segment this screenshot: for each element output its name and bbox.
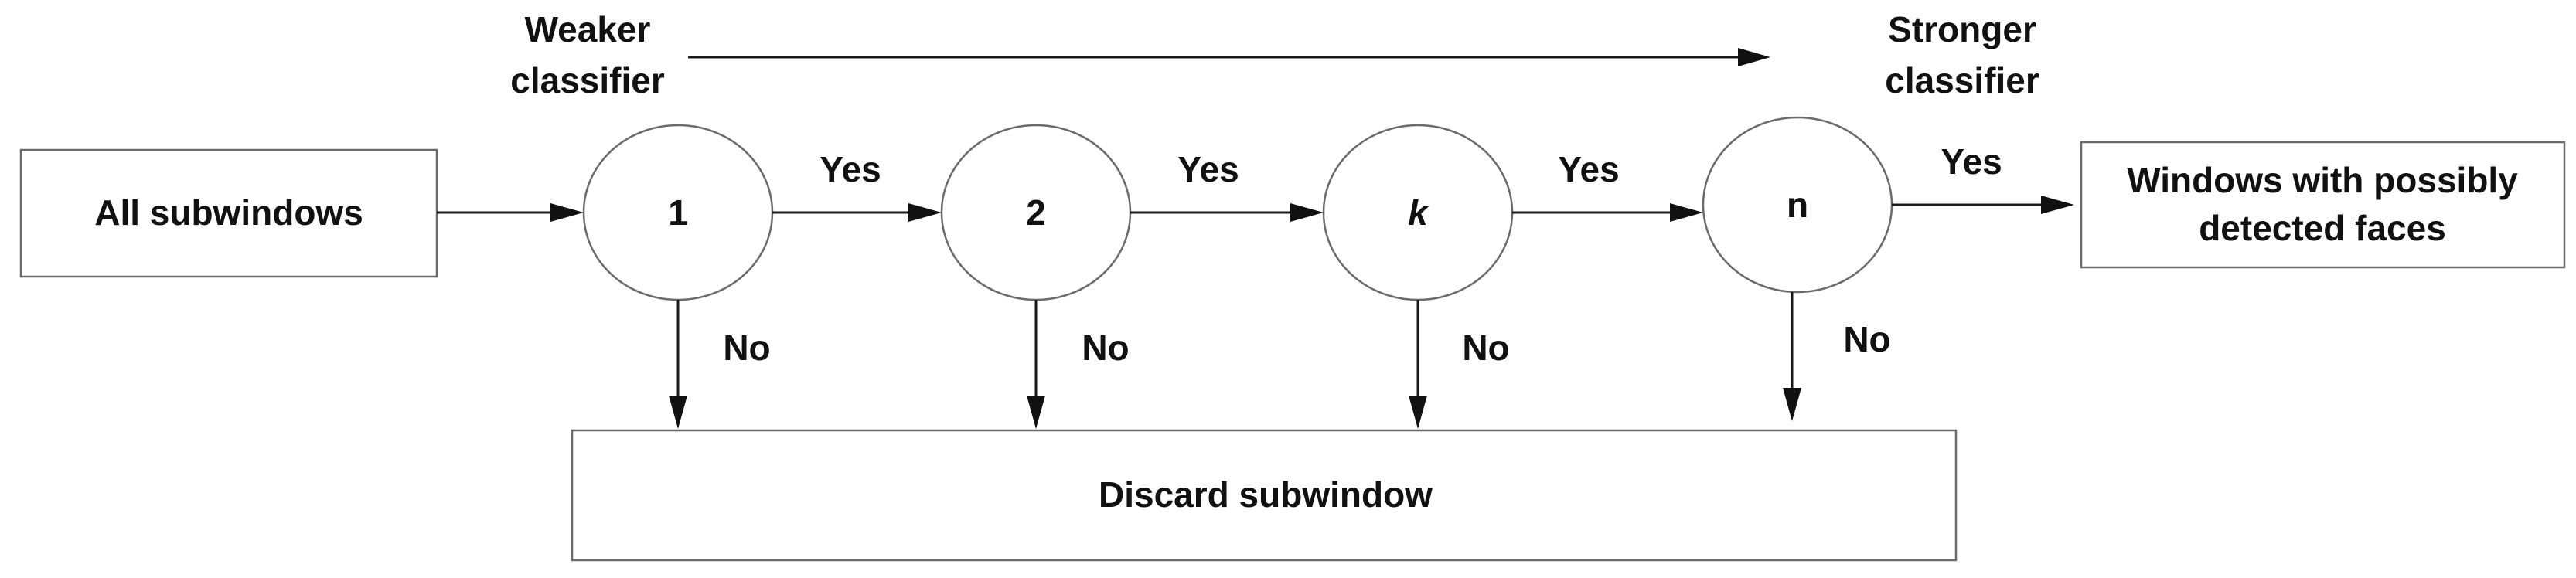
detected-faces-label-line2: detected faces [2199,208,2446,248]
yes-label-n: Yes [1941,141,2002,182]
discard-subwindow-box [571,429,1958,562]
no-label-k: No [1462,328,1509,368]
no-arrow-1-head [669,396,687,429]
yes-arrow-n-head [2041,196,2074,214]
all-subwindows-box [19,148,438,278]
no-arrow-2-head [1027,396,1045,429]
discard-subwindow-label: Discard subwindow [1099,474,1433,515]
all-subwindows-label: All subwindows [94,192,363,233]
no-label-n: No [1843,319,1890,359]
yes-label-k: Yes [1558,149,1619,189]
stage-1-label: 1 [668,192,688,233]
weaker-label-line1: Weaker [525,9,651,49]
stronger-label-line1: Stronger [1888,9,2036,49]
yes-arrow-1-head [908,203,942,222]
weaker-label-line2: classifier [510,60,665,100]
no-label-1: No [723,328,770,368]
no-arrow-n-head [1783,388,1801,421]
detected-faces-label-line1: Windows with possibly [2127,160,2518,200]
yes-arrow-k-head [1670,203,1703,222]
stage-k-label: k [1408,192,1429,233]
no-arrow-k-head [1409,396,1427,429]
stage-n-label: n [1787,185,1808,225]
yes-label-2: Yes [1177,149,1239,189]
detected-faces-box [2080,141,2566,269]
progression-arrow-head [1738,48,1770,66]
stronger-label-line2: classifier [1885,60,2039,100]
input-arrow-head [550,203,584,222]
no-label-2: No [1082,328,1129,368]
yes-arrow-2-head [1290,203,1324,222]
stage-2-label: 2 [1026,192,1046,233]
yes-label-1: Yes [819,149,881,189]
